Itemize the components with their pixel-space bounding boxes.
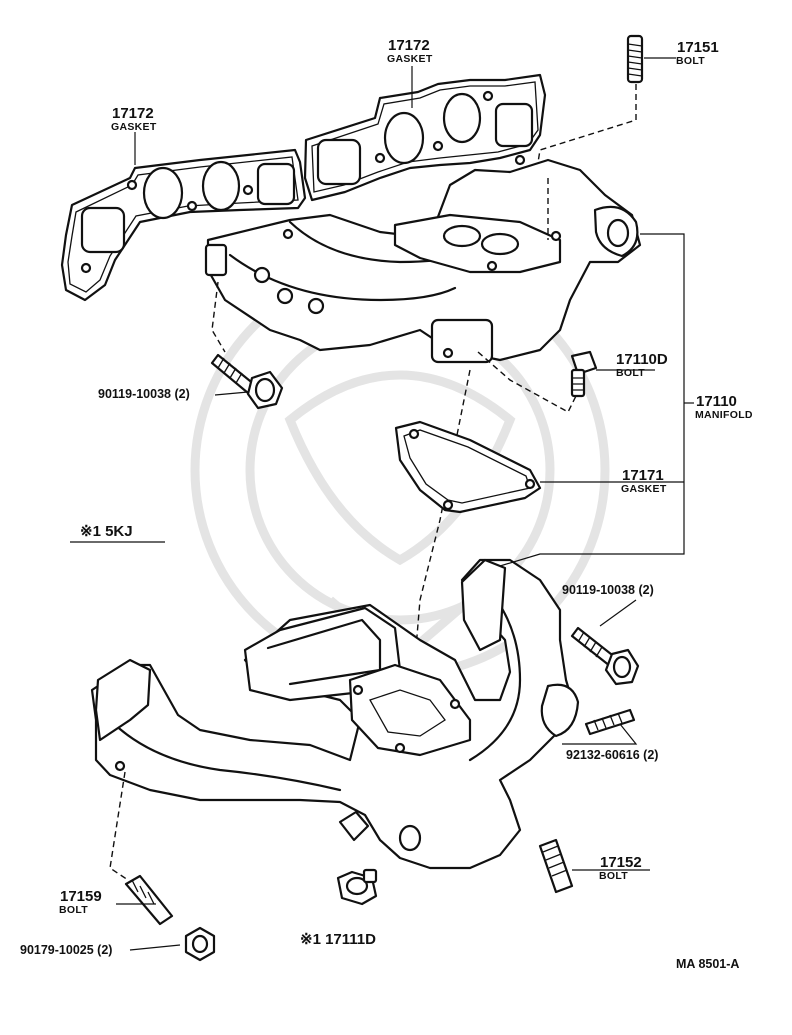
nut-90179-number: 90179-10025 (2) [20, 943, 113, 957]
stud-17152-part [538, 838, 574, 894]
guide-line [211, 281, 226, 353]
plug-17111d-number: ※1 17111D [300, 931, 376, 948]
gasket-top-number: 17172 [388, 37, 430, 54]
bolt-90119-lower-part [570, 626, 640, 686]
bolt-90119-lower-number: 90119-10038 (2) [562, 583, 654, 597]
bolt-17110d-number: 17110D [616, 351, 668, 368]
gasket-left-name: GASKET [111, 121, 157, 133]
gasket-top-name: GASKET [387, 53, 433, 65]
bolt-17110d-name: BOLT [616, 367, 645, 379]
bolt-17151-name: BOLT [676, 55, 705, 67]
bolt-17152-name: BOLT [599, 870, 628, 882]
guide-line [109, 771, 129, 881]
bolt-17152-number: 17152 [600, 854, 642, 871]
bolt-17159-number: 17159 [60, 888, 102, 905]
exhaust-manifold-lower-part [90, 558, 580, 870]
leader-lines [70, 57, 694, 951]
bolt-17110d-part [570, 350, 598, 398]
gasket-mid-name: GASKET [621, 483, 667, 495]
plug-17111d-part [336, 868, 378, 906]
stud-17151-part [535, 34, 644, 176]
manifold-number: 17110 [696, 393, 737, 410]
drawing-code: MA 8501-A [676, 957, 740, 971]
guide-line [477, 351, 579, 413]
bolt-90119-upper-number: 90119-10038 (2) [98, 387, 190, 401]
gasket-mid-number: 17171 [622, 467, 664, 484]
nut-90179-part [184, 926, 216, 962]
gasket-top-part [303, 73, 547, 202]
bolt-17159-name: BOLT [59, 904, 88, 916]
gasket-left-number: 17172 [112, 105, 154, 122]
model-note: ※1 5KJ [80, 523, 133, 540]
bolt-17151-number: 17151 [677, 39, 719, 56]
intake-manifold-upper-part [204, 158, 642, 364]
gasket-left-part [60, 148, 307, 302]
gasket-17171-part [394, 420, 542, 514]
manifold-name: MANIFOLD [695, 409, 753, 421]
stud-92132-part [584, 708, 636, 736]
stud-17159-part [124, 874, 174, 926]
stud-92132-number: 92132-60616 (2) [566, 748, 659, 762]
bolt-90119-upper-part [210, 353, 284, 410]
